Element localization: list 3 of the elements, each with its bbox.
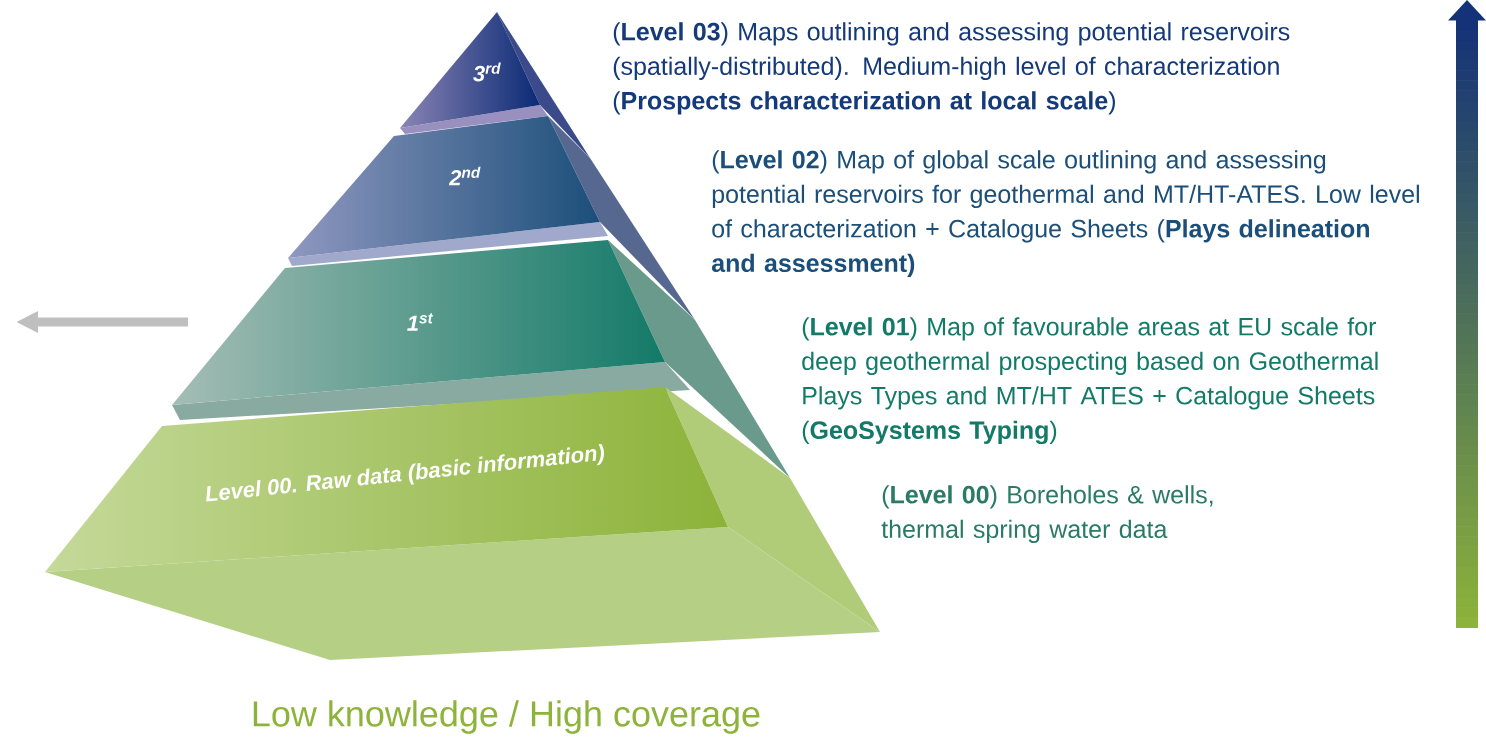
- description-text: (Level 00) Boreholes & wells, thermal spring water data: [881, 485, 1213, 543]
- description-text: (Level 03) Maps outlining and assessing potential reservoirs (spatially-distributed). Medium-high level of characterization (Prospects characterization at local scale): [613, 22, 1290, 115]
- axis-caption: Low knowledge / High coverage: [253, 700, 760, 734]
